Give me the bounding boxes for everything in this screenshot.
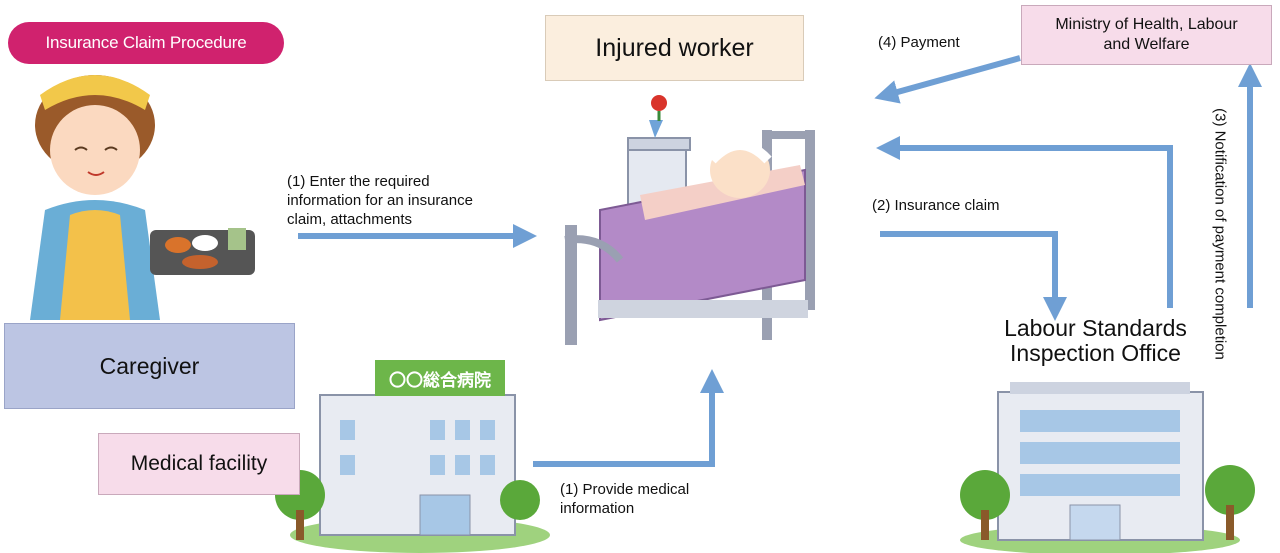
arrow-ministry-to-worker <box>874 55 1021 104</box>
step3-label: (3) Notification of payment completion <box>1211 108 1229 360</box>
page-title-badge: Insurance Claim Procedure <box>8 22 284 64</box>
arrow-office-to-worker <box>876 136 1173 308</box>
step1-caregiver-label: (1) Enter the required information for a… <box>287 173 473 228</box>
step4-label: (4) Payment <box>878 34 960 51</box>
arrow-worker-to-office <box>880 231 1067 321</box>
step1-medical-label: (1) Provide medical information <box>560 481 690 517</box>
injured-worker-box: Injured worker <box>545 15 804 81</box>
step2-label: (2) Insurance claim <box>872 197 1000 214</box>
hospital-sign: 〇〇総合病院 <box>389 371 491 391</box>
hospital-building-illustration <box>275 360 550 553</box>
medical-facility-label: Medical facility <box>130 452 268 475</box>
step3-label-container: (3) Notification of payment completion <box>1200 84 1240 384</box>
arrow-hospital-to-worker <box>533 369 724 467</box>
injured-worker-label: Injured worker <box>595 33 754 62</box>
caregiver-illustration <box>30 75 255 320</box>
caregiver-box: Caregiver <box>4 323 295 409</box>
medical-facility-box: Medical facility <box>98 433 300 495</box>
injured-worker-illustration <box>564 95 815 345</box>
ministry-label: Ministry of Health, Labour and Welfare <box>1055 16 1238 53</box>
caregiver-label: Caregiver <box>99 352 200 379</box>
labour-office-building-illustration <box>960 382 1255 553</box>
ministry-box: Ministry of Health, Labour and Welfare <box>1021 5 1272 65</box>
labour-office-label: Labour Standards Inspection Office <box>1004 315 1187 366</box>
